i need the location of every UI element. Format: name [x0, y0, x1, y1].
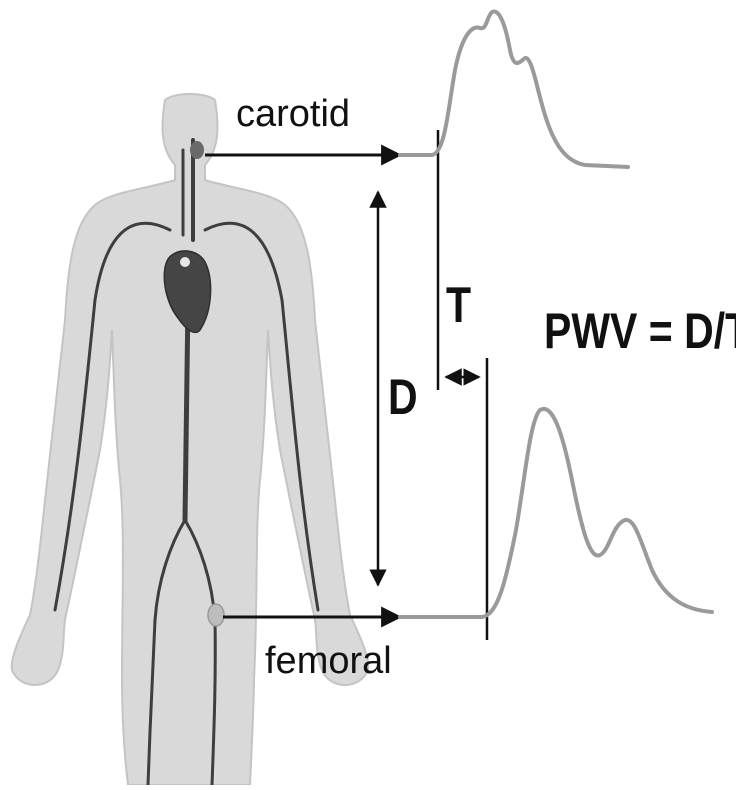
aorta [185, 300, 188, 520]
distance-label: D [388, 372, 418, 422]
femoral-label: femoral [265, 642, 392, 680]
pwv-formula: PWV = D/T [544, 306, 736, 356]
femoral-pulse-wave [400, 409, 712, 617]
time-label: T [446, 280, 471, 330]
carotid-label: carotid [236, 95, 350, 133]
carotid-site-marker [190, 141, 204, 159]
carotid-pulse-wave [400, 11, 628, 167]
femoral-site-marker [208, 604, 224, 626]
